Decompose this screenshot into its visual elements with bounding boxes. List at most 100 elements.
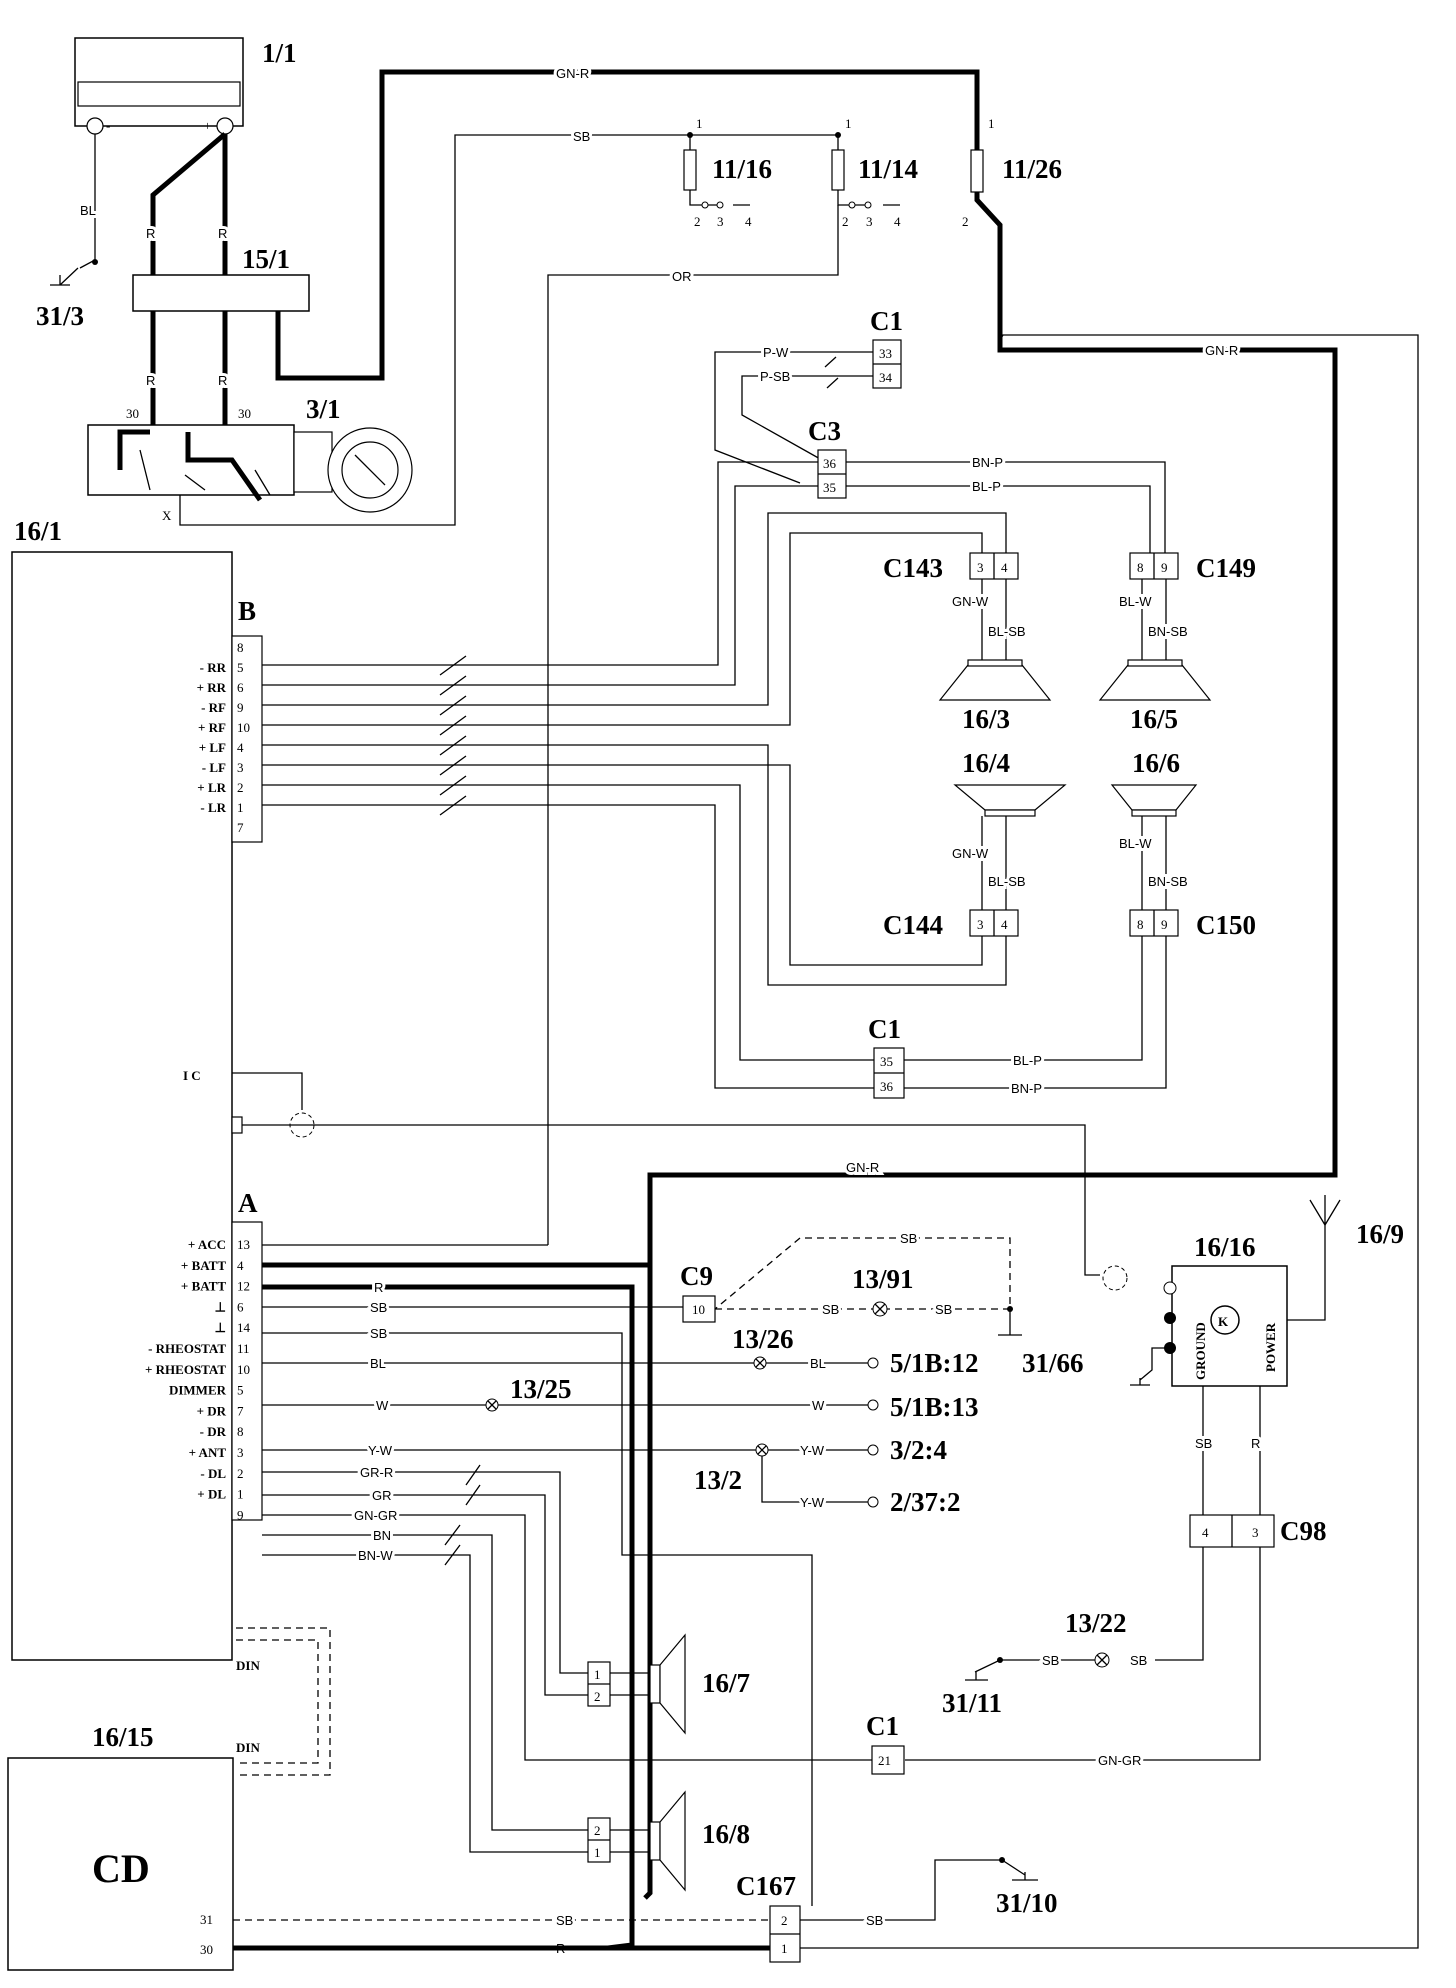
wire-r-battery-a <box>150 132 227 275</box>
fuse-11-16: 1 2 3 4 11/16 <box>683 116 772 229</box>
radio-a-signal-13: + ACC <box>188 1237 226 1252</box>
wire-antenna-coax <box>242 1124 1100 1276</box>
radio-a-pin-11: 11 <box>237 1341 250 1356</box>
wire-label-bl-sb-c144: BL-SB <box>988 874 1026 889</box>
battery-minus-label: - <box>106 118 110 133</box>
radio-a-signal-5: DIMMER <box>169 1383 227 1398</box>
wire-label-bn-sb-c149: BN-SB <box>1148 624 1188 639</box>
cd-changer-text: CD <box>92 1846 150 1891</box>
wire-label-bl-w-c149: BL-W <box>1119 594 1152 609</box>
svg-text:36: 36 <box>880 1079 894 1094</box>
radio-b-signal-6: + RR <box>197 680 227 695</box>
wire-label-gn-w-c143: GN-W <box>952 594 989 609</box>
wire-label-y-w-2: Y-W <box>800 1495 825 1510</box>
splice-13-91: 13/91 <box>852 1264 914 1317</box>
svg-text:1: 1 <box>594 1667 601 1682</box>
svg-text:33: 33 <box>879 346 892 361</box>
splice-13-22: 13/22 <box>1065 1608 1127 1668</box>
wire-label-sb-c9: SB <box>370 1300 387 1315</box>
wire-label-sb-amp: SB <box>1195 1436 1212 1451</box>
connector-c144: 3 4 C144 <box>883 909 1019 940</box>
radio-a-pin-8: 8 <box>237 1424 244 1439</box>
svg-text:10: 10 <box>692 1302 705 1317</box>
c149-label: C149 <box>1196 553 1256 583</box>
radio-b-pin-9: 9 <box>237 700 244 715</box>
din-label-top: DIN <box>236 1658 260 1673</box>
svg-text:36: 36 <box>823 456 837 471</box>
svg-text:2: 2 <box>594 1689 601 1704</box>
speaker-16-3-label: 16/3 <box>962 704 1010 734</box>
wire-label-sb-c167: SB <box>370 1326 387 1341</box>
wire-label-gn-gr: GN-GR <box>354 1508 397 1523</box>
wire-bl-p-c149 <box>846 485 1151 553</box>
radio-a-pin-14: 14 <box>237 1320 251 1335</box>
wire-ic <box>232 1072 303 1110</box>
fuse-11-14-label: 11/14 <box>858 154 918 184</box>
svg-text:1: 1 <box>781 1941 788 1956</box>
wire-label-bl-p-c3: BL-P <box>972 479 1001 494</box>
wire-bn <box>262 1534 588 1831</box>
speaker-16-5: 16/5 <box>1098 659 1212 734</box>
wire-gr <box>262 1494 588 1696</box>
wire-label-gr-r: GR-R <box>360 1465 393 1480</box>
radio-a-signal-6: ⊥ <box>215 1299 226 1314</box>
antenna-symbol <box>1309 1195 1341 1226</box>
wire-or-sb-lf <box>262 764 983 966</box>
wire-gn-gr-ant <box>262 1514 872 1761</box>
ground-symbol-31-3 <box>50 267 79 286</box>
wire-bn-p-c149 <box>846 461 1166 553</box>
battery-label: 1/1 <box>262 38 297 68</box>
connector-a-label: A <box>238 1188 258 1218</box>
battery-plus-label: + <box>204 118 211 133</box>
wire-label-gn-r-top: GN-R <box>556 66 589 81</box>
wire-gn-or-lf <box>262 744 1007 986</box>
splice-13-26: 13/26 <box>732 1324 794 1370</box>
amplifier-16-16: K GROUND POWER 16/16 <box>1163 1232 1288 1387</box>
svg-text:K: K <box>1218 1314 1229 1329</box>
c1-mid-label: C1 <box>868 1014 901 1044</box>
wire-sb-c98 <box>1155 1547 1204 1661</box>
battery: - + 1/1 <box>74 37 297 135</box>
wire-label-w-rheo: W <box>376 1398 389 1413</box>
connector-c1-mid: 35 36 C1 <box>868 1014 905 1099</box>
wire-label-gn-w-c144: GN-W <box>952 846 989 861</box>
radio-a-signal-1: + DL <box>197 1487 226 1502</box>
amplifier-label: 16/16 <box>1194 1232 1256 1262</box>
connector-c98: 4 3 C98 <box>1189 1514 1327 1548</box>
connector-b-label: B <box>238 596 256 626</box>
connector-c9: 10 C9 <box>680 1261 716 1323</box>
c3-label: C3 <box>808 416 841 446</box>
svg-text:1: 1 <box>845 116 852 131</box>
svg-text:4: 4 <box>1202 1525 1209 1540</box>
svg-text:3: 3 <box>977 560 984 575</box>
radio-a-pin-9: 9 <box>237 1507 244 1522</box>
radio-a-pin-2: 2 <box>237 1466 244 1481</box>
connector-c143: 3 4 C143 <box>883 552 1019 583</box>
connector-c150: 8 9 C150 <box>1129 909 1256 940</box>
speaker-16-4-label: 16/4 <box>962 748 1010 778</box>
splice-13-2: 13/2 <box>694 1443 769 1495</box>
ignition-switch-label: 3/1 <box>306 394 341 424</box>
splice-13-25-label: 13/25 <box>510 1374 572 1404</box>
tweeter-16-8-label: 16/8 <box>702 1819 750 1849</box>
wire-label-gn-r-mid: GN-R <box>846 1160 879 1175</box>
svg-text:1: 1 <box>594 1845 601 1860</box>
svg-text:4: 4 <box>1001 560 1008 575</box>
wire-label-bl-rheo: BL <box>370 1356 386 1371</box>
splice-13-26-label: 13/26 <box>732 1324 794 1354</box>
wire-r-batt <box>262 1284 635 1951</box>
wire-label-sb-31-11-a: SB <box>1042 1653 1059 1668</box>
c150-label: C150 <box>1196 910 1256 940</box>
radio-b-pin-3: 3 <box>237 760 244 775</box>
wire-bn-p-c150 <box>890 936 1167 1089</box>
radio-a-pin-13: 13 <box>237 1237 250 1252</box>
wire-label-r-3: R <box>146 373 155 388</box>
wire-label-bn: BN <box>373 1528 391 1543</box>
splice-13-91-label: 13/91 <box>852 1264 914 1294</box>
ign-pin-30-a: 30 <box>126 406 139 421</box>
wire-label-sb-dash-top: SB <box>900 1231 917 1246</box>
svg-text:9: 9 <box>1161 560 1168 575</box>
radio-b-signal-9: - RF <box>201 700 226 715</box>
